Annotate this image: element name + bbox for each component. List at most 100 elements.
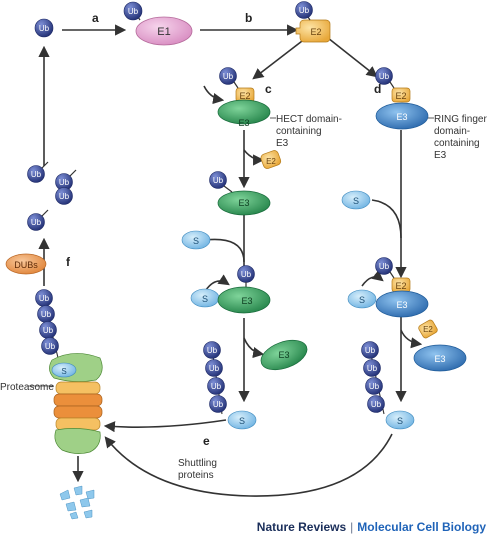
svg-text:Ub: Ub (45, 342, 56, 351)
e1-enzyme: Ub E1 (123, 1, 193, 46)
arrow-s-transfer-hect (205, 274, 230, 291)
svg-text:Ub: Ub (379, 72, 390, 81)
hect-label-line-3: E3 (276, 138, 289, 149)
svg-text:E3: E3 (396, 300, 407, 310)
released-e2-hect: E2 (260, 150, 282, 169)
svg-text:S: S (202, 294, 208, 304)
polyub-substrate-hect: Ub Ub Ub Ub S (203, 341, 257, 430)
hect-e3-complex-2: Ub E3 (209, 171, 271, 216)
svg-text:E2: E2 (239, 91, 250, 101)
peptide-fragments (59, 485, 95, 520)
svg-text:E2: E2 (266, 157, 276, 166)
hect-label-line-1: HECT domain- (276, 114, 342, 125)
journal-credit: Nature Reviews|Molecular Cell Biology (257, 520, 486, 534)
svg-text:Ub: Ub (39, 294, 50, 303)
svg-text:Ub: Ub (31, 218, 42, 227)
credit-journal: Molecular Cell Biology (357, 520, 486, 534)
svg-text:S: S (239, 416, 245, 426)
svg-text:E3: E3 (434, 354, 445, 364)
svg-text:Ub: Ub (379, 262, 390, 271)
step-labels: a b c d e f (66, 11, 381, 448)
svg-text:E3: E3 (241, 296, 252, 306)
arrow-e3-release (243, 337, 265, 359)
released-hect-e3: E3 (260, 339, 308, 371)
svg-text:S: S (397, 416, 403, 426)
svg-text:E2: E2 (395, 91, 406, 101)
svg-text:Ub: Ub (209, 364, 220, 373)
step-b: b (245, 11, 252, 25)
step-e: e (203, 434, 210, 448)
svg-text:E3: E3 (396, 112, 407, 122)
svg-text:Ub: Ub (213, 176, 224, 185)
ring-label-line-3: containing (434, 138, 480, 149)
ub-free-top: Ub (34, 18, 54, 38)
hect-label-line-2: containing (276, 126, 322, 137)
arrow-ring-to-proteasome (104, 433, 393, 497)
svg-text:Ub: Ub (365, 346, 376, 355)
svg-text:Ub: Ub (207, 346, 218, 355)
arrow-e2-to-hect (252, 37, 307, 80)
arrow-e2-release (243, 149, 265, 166)
arrow-s-transfer-ring (361, 270, 384, 287)
proteasome: Ub Ub Ub Ub S (28, 289, 103, 454)
step-a: a (92, 11, 99, 25)
ring-e3-complex-1: Ub E2 E3 (375, 67, 429, 130)
arrow-hect-to-proteasome (103, 419, 227, 433)
svg-text:E3: E3 (238, 198, 249, 208)
polyub-substrate-ring: Ub Ub Ub Ub S (361, 341, 415, 430)
ub-label: Ub (39, 24, 50, 33)
svg-text:Ub: Ub (43, 326, 54, 335)
ring-label-line-4: E3 (434, 150, 447, 161)
substrate-ring-free: S (341, 190, 371, 210)
svg-text:Ub: Ub (371, 400, 382, 409)
svg-text:Ub: Ub (59, 178, 70, 187)
svg-text:S: S (61, 367, 66, 376)
svg-text:S: S (359, 295, 365, 305)
pathway-arrows (38, 24, 423, 497)
proteasome-label: Proteasome (0, 382, 54, 393)
ring-label: RING finger domain- containing E3 (428, 114, 487, 161)
dubs-enzyme: DUBs (5, 253, 47, 275)
e1-label: E1 (157, 26, 170, 38)
substrate-hect-free: S (181, 230, 211, 250)
hect-label: HECT domain- containing E3 (270, 114, 342, 149)
ring-e3-complex-2: Ub E2 S E3 (347, 257, 429, 318)
released-ring-e3: E3 (413, 344, 467, 372)
step-d: d (374, 82, 381, 96)
svg-text:Ub: Ub (367, 364, 378, 373)
svg-text:E2: E2 (423, 325, 433, 334)
e2-enzyme-top: Ub E2 (295, 1, 331, 43)
hect-e3-complex-3: Ub S E3 (190, 265, 271, 314)
ring-label-line-1: RING finger (434, 114, 487, 125)
arrow-s-join-hect (204, 238, 245, 263)
svg-text:Ub: Ub (31, 170, 42, 179)
recycled-ub: Ub Ub Ub Ub (27, 161, 77, 231)
svg-text:Ub: Ub (211, 382, 222, 391)
svg-text:E3: E3 (278, 350, 289, 360)
shuttling-label-line-2: proteins (178, 470, 214, 481)
svg-text:Ub: Ub (223, 72, 234, 81)
shuttling-label: Shuttling proteins (178, 458, 217, 481)
shuttling-label-line-1: Shuttling (178, 458, 217, 469)
svg-text:Ub: Ub (213, 400, 224, 409)
arrow-e2-release-ring (400, 329, 423, 349)
step-c: c (265, 82, 272, 96)
svg-text:S: S (353, 196, 359, 206)
arrow-e2-to-ring (327, 37, 378, 78)
svg-text:Ub: Ub (369, 382, 380, 391)
svg-text:Ub: Ub (41, 310, 52, 319)
svg-text:Ub: Ub (59, 192, 70, 201)
arrow-ub-transfer-hect (203, 85, 225, 105)
svg-text:S: S (193, 236, 199, 246)
credit-separator: | (350, 520, 354, 534)
svg-text:E2: E2 (395, 281, 406, 291)
ub-on-e2-label: Ub (299, 6, 310, 15)
arrow-s-join-ring (371, 199, 402, 239)
svg-text:Ub: Ub (241, 270, 252, 279)
credit-publisher: Nature Reviews (256, 520, 347, 534)
hect-e3-complex-1: Ub E2 E3 (217, 67, 271, 128)
ring-label-line-2: domain- (434, 126, 470, 137)
released-e2-ring: E2 (418, 319, 438, 339)
svg-text:E3: E3 (238, 118, 249, 128)
